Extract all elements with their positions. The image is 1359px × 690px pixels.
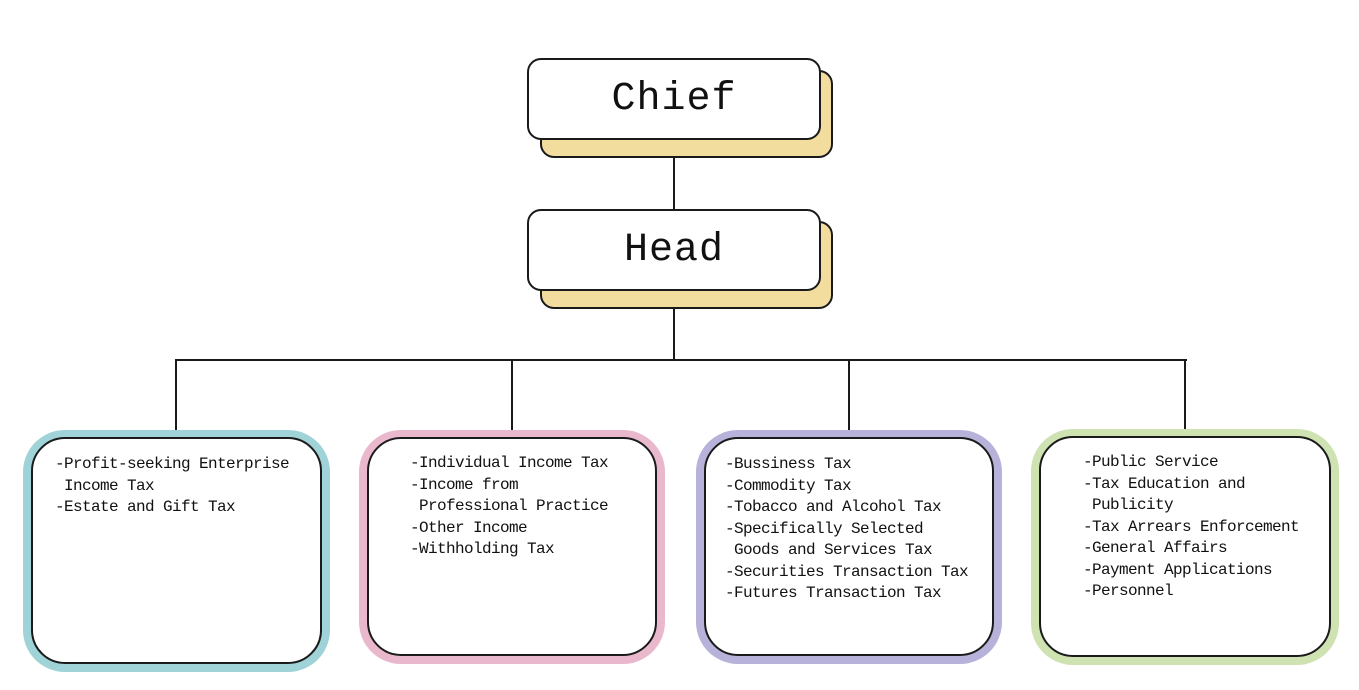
list-item: -Individual Income Tax [410,454,609,472]
department-4-list: -Public Service -Tax Education and Publi… [1083,452,1300,603]
head-label: Head [623,227,724,273]
connector-drop-1 [175,359,177,433]
list-item: -Commodity Tax [725,476,852,495]
list-item: Goods and Services Tax [725,541,933,559]
connector-chief-head [673,157,675,210]
list-item: -General Affairs [1083,539,1228,557]
list-item: -Other Income [410,518,528,537]
department-3-list: -Bussiness Tax -Commodity Tax -Tobacco a… [725,454,969,605]
chief-node-box: Chief [527,58,821,140]
list-item: -Estate and Gift Tax [55,498,236,516]
department-box-4: -Public Service -Tax Education and Publi… [1031,429,1339,665]
department-1-list: -Profit-seeking Enterprise Income Tax -E… [55,454,290,519]
department-box-2-inner [367,437,657,656]
head-node-box: Head [527,209,821,291]
department-box-3-inner [704,437,994,656]
list-item: -Bussiness Tax [725,455,852,473]
list-item: -Tax Education and [1083,474,1246,493]
department-box-3: -Bussiness Tax -Commodity Tax -Tobacco a… [696,430,1002,664]
list-item: -Payment Applications [1083,560,1273,579]
list-item: Professional Practice [410,497,609,515]
list-item: -Public Service [1083,453,1219,471]
list-item: Publicity [1083,496,1174,514]
department-box-4-inner [1039,436,1331,657]
department-box-1: -Profit-seeking Enterprise Income Tax -E… [23,430,330,672]
chief-label: Chief [611,76,737,122]
list-item: -Personnel [1083,582,1174,600]
list-item: -Profit-seeking Enterprise [55,455,290,473]
list-item: -Securities Transaction Tax [725,562,969,581]
list-item: -Income from [410,475,519,494]
list-item: -Specifically Selected [725,519,924,538]
list-item: Income Tax [55,476,155,495]
department-box-1-inner [31,437,322,664]
department-box-2: -Individual Income Tax -Income from Prof… [359,430,665,664]
connector-bus [175,359,1187,361]
list-item: -Tax Arrears Enforcement [1083,517,1300,536]
list-item: -Tobacco and Alcohol Tax [725,498,942,516]
connector-drop-2 [511,359,513,433]
department-2-list: -Individual Income Tax -Income from Prof… [410,453,609,561]
list-item: -Withholding Tax [410,540,555,558]
connector-drop-3 [848,359,850,433]
connector-drop-4 [1184,359,1186,433]
connector-head-bus [673,307,675,361]
list-item: -Futures Transaction Tax [725,584,942,602]
